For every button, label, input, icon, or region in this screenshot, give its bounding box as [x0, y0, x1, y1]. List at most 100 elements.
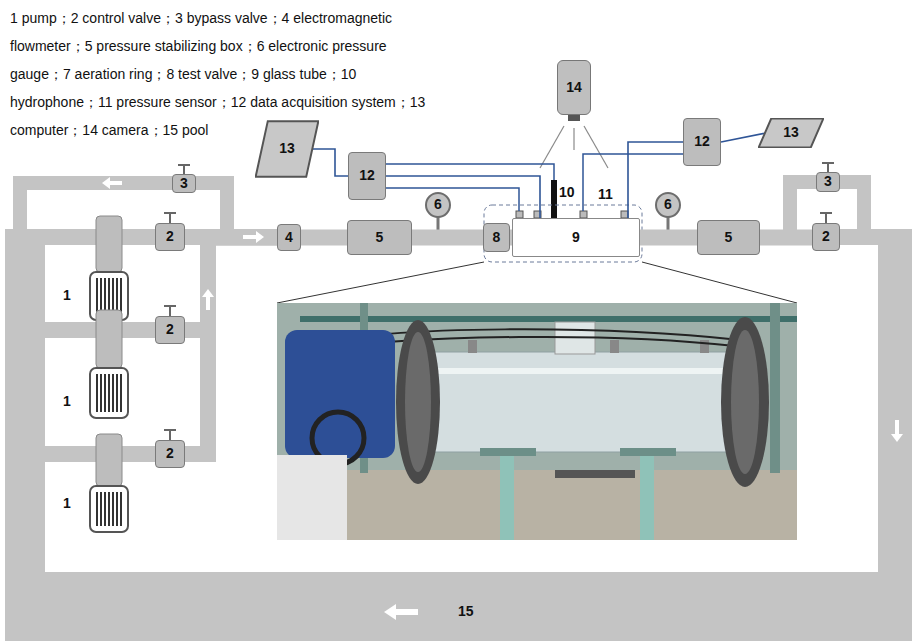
- photo-beam: [300, 316, 797, 322]
- photo-stand-plate: [480, 448, 536, 456]
- node-number: 14: [566, 80, 582, 95]
- water-pipe: [185, 238, 277, 455]
- node-number: 6: [434, 197, 442, 212]
- pump-motor: [90, 486, 128, 532]
- node-number: 3: [824, 174, 832, 189]
- callout-line: [642, 262, 797, 303]
- test-section-photo: [277, 303, 797, 540]
- photo-valve: [285, 330, 395, 458]
- valve-handle: [820, 213, 832, 223]
- callout-number: 10: [559, 184, 575, 200]
- laptop-screen: [256, 121, 319, 177]
- photo-column: [770, 303, 780, 473]
- photo-flange: [731, 330, 759, 474]
- key-text: 1 pump；2 control valve；3 bypass valve；4 …: [10, 4, 438, 144]
- signal-cable: [628, 142, 683, 218]
- valve-handle: [178, 165, 190, 174]
- acquisition-box: 12: [348, 152, 386, 200]
- node-number: 2: [822, 229, 830, 244]
- flowmeter-box: 4: [277, 224, 301, 251]
- camera-lens: [568, 114, 580, 121]
- computer-node: 13: [255, 120, 319, 178]
- pressure-sensor: [580, 211, 587, 218]
- callout-number: 1: [63, 287, 71, 303]
- node-number: 2: [166, 322, 174, 337]
- water-pipe: [760, 230, 812, 246]
- acquisition-box: 12: [683, 118, 721, 166]
- light-ray: [540, 126, 564, 168]
- glass-tube: 9: [512, 218, 640, 257]
- node-number: 6: [664, 197, 672, 212]
- motor-fins: [95, 278, 123, 314]
- photo-stand-plate: [620, 448, 676, 456]
- pump-casing: [96, 310, 122, 368]
- control-valve: 2: [155, 316, 185, 344]
- node-number: 2: [166, 229, 174, 244]
- flow-arrow: [202, 289, 214, 310]
- hydrophone: [551, 180, 557, 220]
- photo-floor: [277, 470, 797, 540]
- pool-band: [5, 229, 912, 641]
- pressure-sensor: [621, 211, 628, 218]
- photo-glass-highlight: [420, 368, 745, 374]
- valve-handle: [164, 213, 176, 223]
- callout-number: 15: [458, 603, 474, 619]
- water-pipe: [185, 238, 277, 331]
- valve-handle: [164, 306, 176, 316]
- motor-fins: [95, 374, 123, 412]
- light-ray: [573, 128, 574, 150]
- gauge-stem: [437, 216, 440, 230]
- photo-background: [277, 303, 797, 540]
- signal-cable: [721, 133, 766, 142]
- signal-cable: [386, 164, 554, 180]
- photo-flange: [721, 317, 769, 487]
- gauge-stem: [667, 216, 670, 230]
- pressure-gauge: 6: [425, 192, 451, 218]
- callout-number: 11: [598, 186, 613, 202]
- water-pipe: [301, 230, 347, 246]
- test-valve: 8: [483, 223, 510, 252]
- photo-sensor: [610, 340, 619, 353]
- flow-arrow: [243, 231, 264, 243]
- pressure-sensor: [516, 211, 523, 218]
- bypass-pipe: [20, 183, 227, 237]
- flow-arrow: [891, 420, 903, 442]
- callout-number: 1: [63, 495, 71, 511]
- valve-handle: [164, 430, 176, 440]
- laptop-screen: [759, 119, 824, 148]
- node-number: 13: [279, 141, 295, 156]
- node-number: 8: [493, 230, 501, 245]
- motor-fins: [95, 492, 123, 526]
- pump-casing: [96, 216, 122, 272]
- stabilizing-box: 5: [697, 220, 760, 255]
- node-number: 4: [285, 230, 293, 245]
- light-ray: [584, 126, 608, 168]
- node-number: 9: [572, 230, 580, 245]
- photo-glass-tube: [420, 352, 745, 452]
- control-valve: 2: [155, 223, 185, 251]
- bypass-valve: 3: [172, 174, 196, 193]
- node-number: 12: [694, 134, 710, 149]
- photo-flange: [396, 320, 440, 484]
- control-valve: 2: [155, 440, 185, 468]
- signal-cable: [386, 188, 519, 211]
- node-number: 3: [180, 176, 188, 191]
- flow-arrow: [102, 177, 122, 189]
- flow-arrow: [384, 604, 418, 620]
- node-number: 13: [783, 125, 799, 140]
- bypass-valve: 3: [816, 172, 840, 192]
- node-number: 12: [359, 168, 375, 183]
- node-number: 2: [166, 446, 174, 461]
- callout-number: 1: [63, 393, 71, 409]
- water-pipe: [640, 230, 697, 246]
- photo-actuator: [277, 455, 347, 540]
- computer-node: 13: [758, 118, 824, 148]
- node-number: 5: [725, 230, 733, 245]
- photo-stand: [640, 452, 654, 540]
- valve-handle: [822, 163, 834, 172]
- control-valve: 2: [812, 223, 840, 251]
- signal-cable: [386, 176, 540, 218]
- callout-box: [484, 205, 642, 262]
- callout-line: [277, 262, 484, 303]
